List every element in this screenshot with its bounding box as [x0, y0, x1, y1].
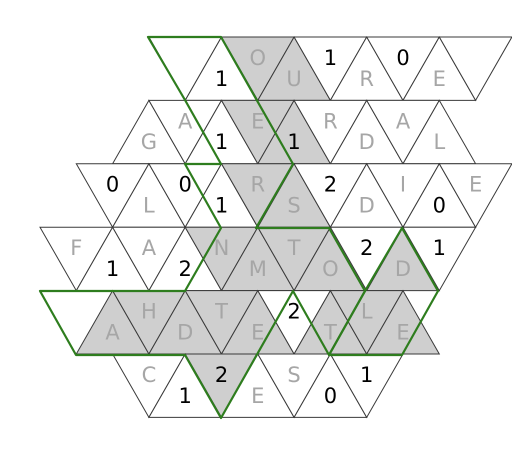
cell-letter: C	[142, 363, 157, 387]
cell-letter: D	[177, 320, 193, 344]
cell-letter: S	[287, 363, 300, 387]
cell-number: 0	[396, 46, 409, 70]
cell-letter: D	[359, 130, 375, 154]
cell-letter: I	[400, 173, 406, 197]
triangle-cell[interactable]	[438, 163, 512, 229]
cell-number: 0	[106, 173, 119, 197]
cell-letter: A	[142, 236, 157, 260]
cell-number: 0	[324, 384, 337, 408]
cell-number: 0	[433, 194, 446, 218]
cell-number: 1	[215, 194, 228, 218]
cell-letter: R	[251, 173, 266, 197]
cell-letter: D	[395, 257, 411, 281]
cell-number: 1	[215, 67, 228, 91]
cell-number: 1	[106, 257, 119, 281]
cell-letter: E	[251, 320, 264, 344]
cell-number: 2	[215, 363, 228, 387]
cell-number: 1	[324, 46, 337, 70]
cell-letter: D	[359, 194, 375, 218]
triangle-cell[interactable]	[438, 36, 512, 102]
cell-letter: A	[178, 109, 193, 133]
cell-number: 1	[215, 130, 228, 154]
cell-letter: O	[322, 257, 339, 281]
cell-letter: T	[287, 236, 301, 260]
cell-letter: U	[286, 67, 301, 91]
cell-letter: T	[214, 300, 228, 324]
region-border-upper	[38, 35, 367, 420]
cell-letter: N	[214, 236, 230, 260]
cell-letter: E	[251, 384, 264, 408]
cell-letter: F	[70, 236, 82, 260]
cell-letter: A	[105, 320, 120, 344]
cell-letter: O	[250, 46, 267, 70]
cell-number: 2	[287, 300, 300, 324]
cell-letter: E	[433, 67, 446, 91]
cell-number: 1	[179, 384, 192, 408]
cell-labels: 1OU1R0EGA1E1RDAL0L01RS2DI0EF1A2NMTO2D1AH…	[70, 46, 482, 408]
cell-number: 2	[360, 236, 373, 260]
cell-letter: S	[287, 194, 300, 218]
cell-number: 2	[179, 257, 192, 281]
cell-letter: G	[141, 130, 157, 154]
cell-number: 1	[360, 363, 373, 387]
cell-letter: A	[396, 109, 411, 133]
cell-letter: L	[433, 130, 445, 154]
cell-letter: T	[323, 320, 337, 344]
cell-letter: L	[143, 194, 155, 218]
cell-letter: L	[361, 300, 373, 324]
cell-letter: M	[249, 257, 267, 281]
cell-letter: E	[469, 173, 482, 197]
cell-letter: R	[323, 109, 338, 133]
cell-number: 2	[324, 173, 337, 197]
triangle-cells	[39, 35, 512, 419]
triangle-cell[interactable]	[402, 226, 477, 292]
cell-letter: H	[141, 300, 157, 324]
cell-number: 0	[179, 173, 192, 197]
cell-letter: E	[396, 320, 409, 344]
cell-number: 1	[433, 236, 446, 260]
region-borders	[38, 35, 440, 420]
cell-letter: E	[251, 109, 264, 133]
region-border-right	[327, 226, 440, 357]
cell-number: 1	[287, 130, 300, 154]
cell-letter: R	[359, 67, 374, 91]
